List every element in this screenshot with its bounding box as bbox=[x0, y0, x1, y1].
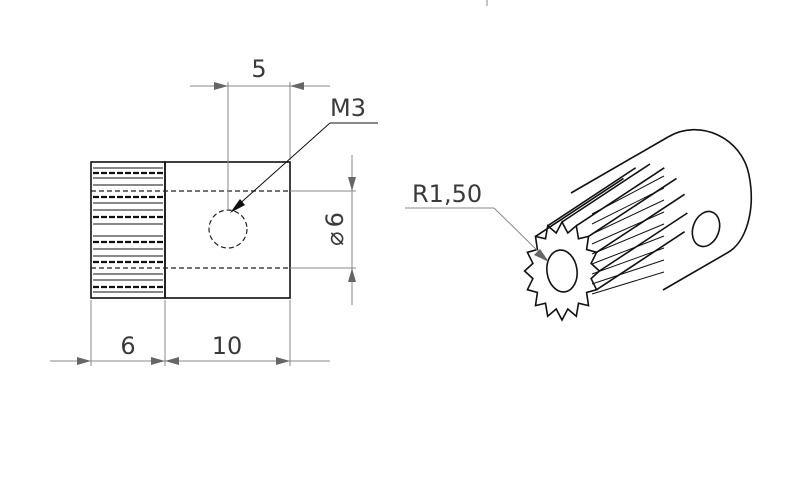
leader-line bbox=[493, 207, 546, 259]
gear-profile bbox=[523, 220, 601, 322]
leader-line bbox=[235, 122, 331, 208]
gear-tooth-flank bbox=[596, 193, 686, 253]
gear-tooth-flank bbox=[588, 177, 677, 238]
gear-tooth-edge bbox=[591, 271, 665, 295]
gear-tooth-edge bbox=[591, 199, 665, 235]
dimension-text-gear-length: 6 bbox=[120, 332, 135, 360]
gear-section bbox=[90, 161, 166, 299]
front-view bbox=[90, 161, 291, 299]
gear-bore bbox=[546, 249, 578, 293]
gear-tooth-edge bbox=[591, 259, 665, 285]
gear-tooth-edge bbox=[591, 175, 665, 215]
dimension-arrow bbox=[276, 357, 290, 365]
gear-tooth-flank bbox=[535, 177, 624, 238]
thread-callout: M3 bbox=[230, 94, 378, 213]
dimension-diameter: ⌀6 bbox=[290, 155, 356, 305]
dimension-arrow bbox=[348, 268, 356, 282]
leader-arrow bbox=[230, 199, 245, 213]
gear-tooth-edge bbox=[591, 211, 665, 245]
gear-ribs bbox=[93, 167, 163, 293]
gear bbox=[523, 163, 688, 322]
gear-tooth-edge bbox=[591, 223, 665, 255]
gear-tooth-flank bbox=[547, 167, 637, 227]
dimension-hole-offset: 5 bbox=[190, 55, 330, 210]
gear-outline bbox=[90, 161, 166, 299]
gear-tooth-flank bbox=[598, 212, 688, 272]
gear-tooth-edge bbox=[591, 235, 665, 265]
dimension-arrow bbox=[77, 357, 91, 365]
isometric-view bbox=[523, 128, 753, 322]
dimension-arrow bbox=[165, 357, 179, 365]
gear-tooth-flank bbox=[561, 163, 651, 223]
gear-tooth-flank bbox=[596, 231, 686, 291]
gear-flanks bbox=[535, 163, 688, 295]
dimension-arrow bbox=[348, 177, 356, 191]
gear-tooth-edge bbox=[591, 187, 665, 225]
dimension-arrow bbox=[214, 82, 228, 90]
thread-label: M3 bbox=[330, 94, 366, 122]
hub-silhouette-top bbox=[570, 136, 669, 194]
radius-callout: R1,50 bbox=[405, 180, 549, 262]
hub-cylinder bbox=[570, 128, 753, 291]
dimension-arrow bbox=[151, 357, 165, 365]
m3-hole-hidden bbox=[208, 209, 248, 249]
diameter-value: 6 bbox=[321, 212, 349, 227]
dimension-lengths: 6 10 bbox=[50, 300, 330, 366]
dimension-text-hub-length: 10 bbox=[212, 332, 243, 360]
dimension-arrow bbox=[290, 82, 304, 90]
gear-tooth-edge bbox=[591, 247, 665, 275]
m3-hole bbox=[691, 210, 721, 248]
dimension-text-5: 5 bbox=[251, 55, 266, 83]
gear-tooth-flank bbox=[575, 167, 665, 227]
dimension-text-diameter: ⌀6 bbox=[321, 212, 349, 246]
leader-arrow bbox=[534, 249, 549, 262]
diameter-symbol: ⌀ bbox=[321, 231, 349, 245]
hub-silhouette-bottom bbox=[662, 252, 728, 291]
radius-label: R1,50 bbox=[412, 180, 482, 208]
hub-end-face bbox=[667, 128, 753, 254]
